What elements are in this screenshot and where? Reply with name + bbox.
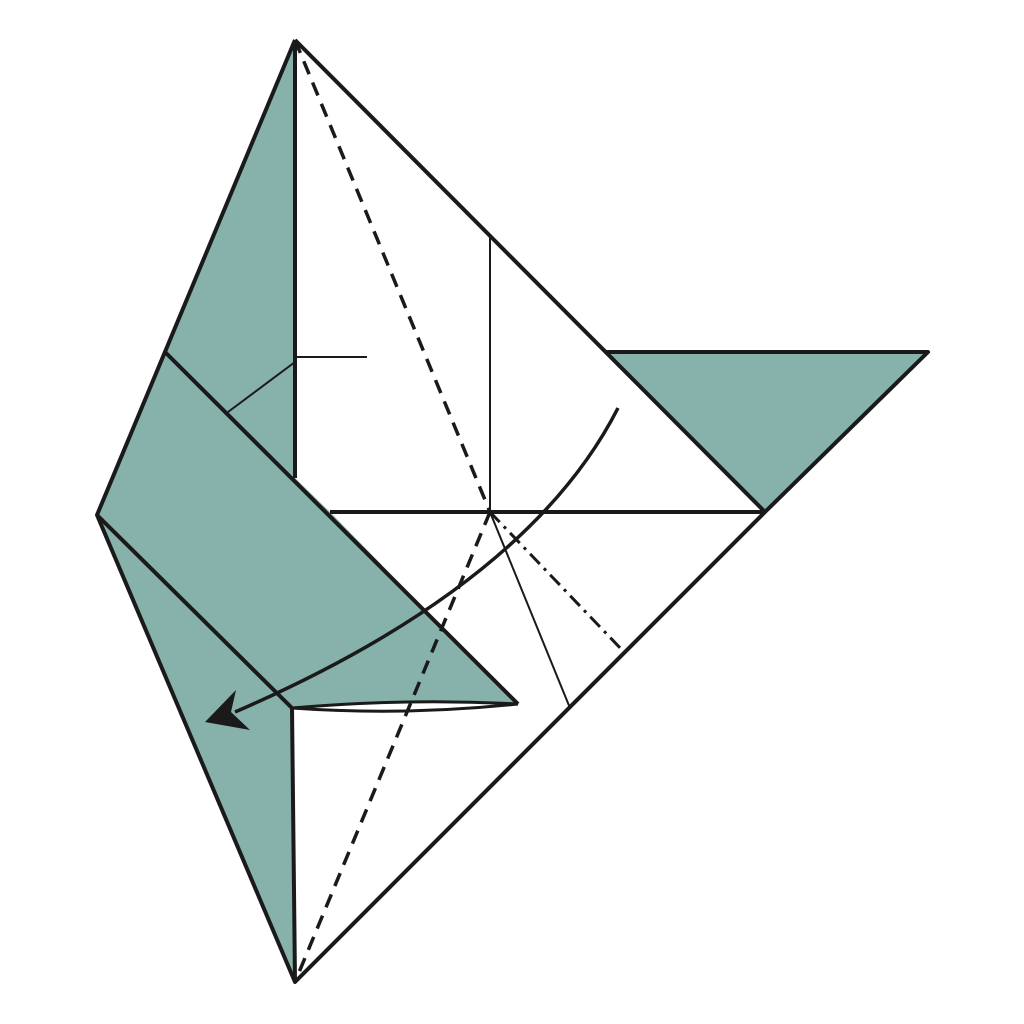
arrowhead-icon [205,690,250,730]
paper-colored-upper-flap [165,40,295,478]
crease-lines [227,237,571,709]
paper-colored-right-flap [605,352,928,512]
pocket-opening [291,700,519,713]
mountain-fold-line [488,510,626,654]
curved-fold-arrow-icon [234,407,620,714]
valley-fold-lines [293,39,765,983]
outer-edges [95,38,930,984]
